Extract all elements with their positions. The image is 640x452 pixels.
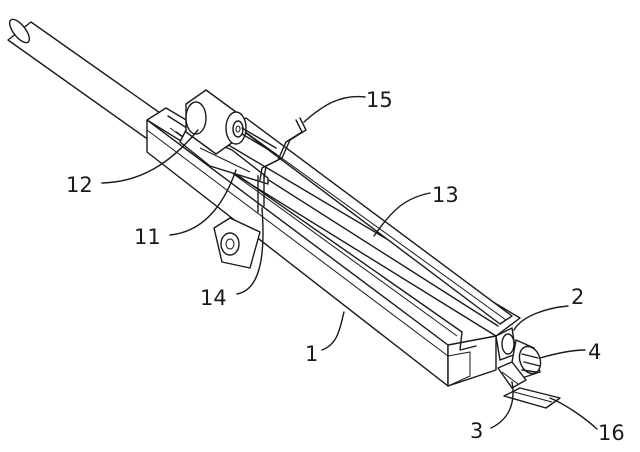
bent-wire — [259, 117, 307, 181]
probe-arm — [257, 173, 265, 213]
leader-14 — [236, 207, 264, 295]
leader-16 — [549, 397, 598, 430]
label-11: 11 — [134, 225, 161, 249]
leader-13 — [373, 192, 431, 237]
label-12: 12 — [66, 173, 93, 197]
label-14: 14 — [200, 286, 227, 310]
leader-3 — [490, 381, 514, 429]
leader-lines — [101, 95, 598, 430]
leader-2 — [513, 305, 569, 331]
label-16: 16 — [598, 421, 625, 445]
leader-1 — [321, 311, 345, 351]
label-1: 1 — [305, 342, 318, 366]
label-3: 3 — [470, 419, 483, 443]
handle-rod — [7, 18, 171, 139]
leader-4 — [539, 349, 586, 359]
leader-12 — [101, 129, 199, 184]
label-4: 4 — [588, 340, 601, 364]
motor-shaft — [241, 127, 277, 149]
label-15: 15 — [366, 88, 393, 112]
lower-bracket — [213, 217, 261, 269]
label-2: 2 — [571, 285, 584, 309]
leader-11 — [169, 169, 237, 236]
motor-shaft-lower — [241, 133, 277, 155]
label-13: 13 — [432, 183, 459, 207]
leader-15 — [303, 95, 366, 123]
end-mechanism — [495, 327, 561, 409]
